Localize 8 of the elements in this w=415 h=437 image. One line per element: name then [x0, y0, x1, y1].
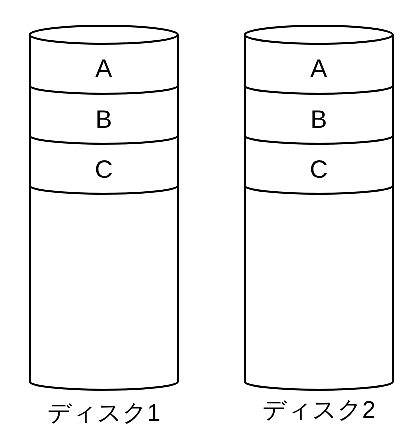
- disk-label: ディスク2: [262, 397, 376, 425]
- segment-label: B: [96, 107, 112, 133]
- segment-label: C: [94, 157, 114, 183]
- segment-label: B: [310, 107, 328, 133]
- segment-label: A: [96, 56, 112, 82]
- disk-label: ディスク1: [47, 400, 161, 428]
- segment-label: C: [310, 157, 328, 183]
- segment-label: A: [310, 56, 328, 82]
